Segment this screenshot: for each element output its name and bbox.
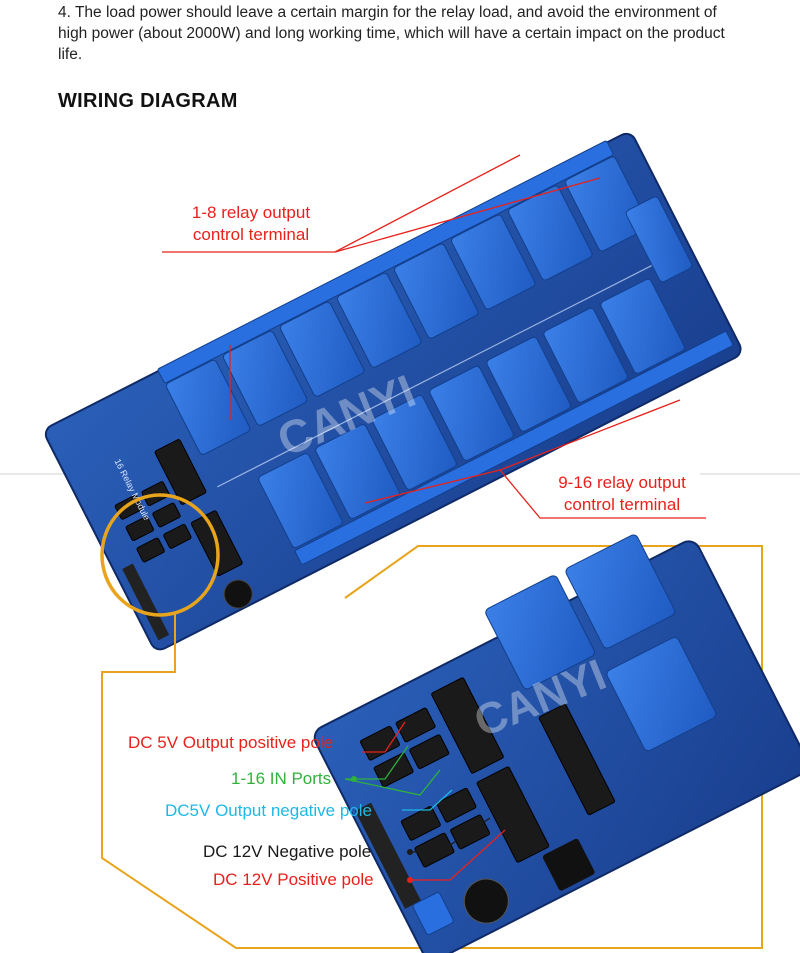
- callout-relay-9-16-line1: 9-16 relay output: [558, 473, 686, 492]
- pin-line-12v-pos: [408, 829, 506, 881]
- capacitor: [223, 579, 253, 609]
- usage-note: 4. The load power should leave a certain…: [58, 4, 725, 63]
- power-terminal: [412, 892, 454, 936]
- pin-header-main: [122, 563, 170, 641]
- label-in-ports: 1-16 IN Ports: [231, 769, 332, 788]
- callout-relay-9-16: 9-16 relay output control terminal: [532, 472, 712, 516]
- pin-line-in-ports: [345, 745, 409, 780]
- callout-line-9-16-b: [499, 399, 681, 471]
- relay-board-zoom: [313, 534, 800, 953]
- capacitor-zoom: [463, 878, 509, 924]
- pin-header-zoom: [355, 802, 421, 909]
- label-dc12v-positive: DC 12V Positive pole: [213, 870, 374, 889]
- callout-relay-1-8: 1-8 relay output control terminal: [166, 202, 336, 246]
- label-dc5v-negative: DC5V Output negative pole: [165, 801, 372, 820]
- callout-line-9-16-a: [364, 469, 706, 519]
- pin-line-12v-neg: [408, 817, 491, 853]
- label-dc12v-negative: DC 12V Negative pole: [203, 842, 372, 861]
- callout-relay-1-8-line2: control terminal: [192, 225, 310, 244]
- callout-line-1-8-b: [334, 177, 601, 253]
- relay-row-top: [165, 156, 650, 455]
- callout-relay-1-8-line1: 1-8 relay output: [191, 203, 311, 222]
- regulator: [542, 838, 595, 891]
- zoom-frame: [101, 545, 763, 949]
- pin-line-5v-pos: [362, 721, 406, 753]
- callout-relay-9-16-line2: control terminal: [563, 495, 681, 514]
- pin-line-5v-neg: [402, 789, 453, 811]
- label-dc5v-positive: DC 5V Output positive pole: [128, 733, 334, 752]
- header-highlight-circle: [100, 493, 220, 617]
- wiring-diagram-heading: WIRING DIAGRAM: [58, 90, 238, 112]
- relay-row-bottom: [258, 196, 693, 549]
- relay-board-main: 16 Relay Module: [44, 132, 742, 651]
